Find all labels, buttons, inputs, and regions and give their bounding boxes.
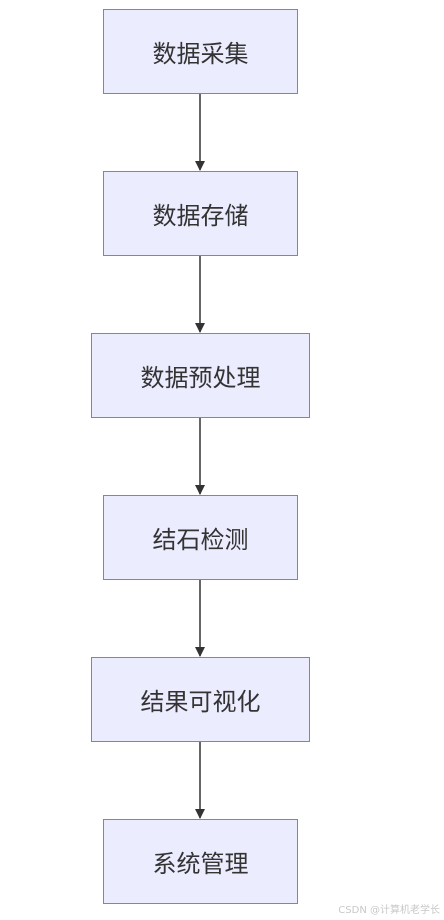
node-data-storage: 数据存储 [103, 171, 298, 256]
node-result-visualization: 结果可视化 [91, 657, 310, 742]
node-system-management: 系统管理 [103, 819, 298, 904]
node-data-preprocessing: 数据预处理 [91, 333, 310, 418]
watermark: CSDN @计算机老学长 [338, 905, 440, 916]
node-stone-detection: 结石检测 [103, 495, 298, 580]
node-data-collection: 数据采集 [103, 9, 298, 94]
